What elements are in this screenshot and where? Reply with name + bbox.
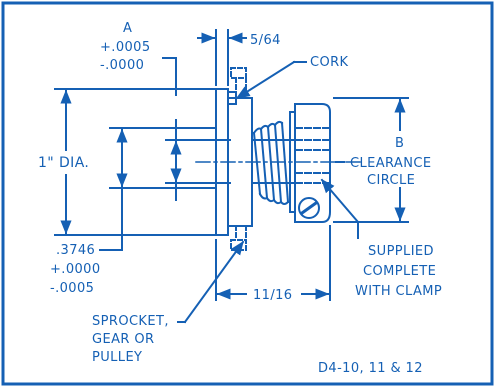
label-complete: COMPLETE — [363, 264, 436, 279]
label-circle: CIRCLE — [367, 173, 415, 188]
label-bore-tol-plus: +.0000 — [50, 262, 101, 277]
label-supplied: SUPPLIED — [368, 244, 434, 259]
label-length: 11/16 — [253, 288, 292, 303]
label-a: A — [123, 21, 132, 36]
label-gear: GEAR OR — [92, 332, 154, 347]
label-a-tol-plus: +.0005 — [100, 40, 151, 55]
figure-reference: D4-10, 11 & 12 — [318, 361, 423, 376]
label-cork: CORK — [310, 55, 349, 70]
label-with-clamp: WITH CLAMP — [355, 284, 442, 299]
spring — [252, 120, 290, 205]
label-clearance: CLEARANCE — [350, 156, 431, 171]
label-b: B — [395, 136, 404, 151]
label-a-tol-minus: -.0000 — [100, 58, 144, 73]
disk-ghost-top — [230, 67, 247, 79]
label-thickness: 5/64 — [250, 33, 281, 48]
label-bore: .3746 — [56, 243, 95, 258]
label-sprocket: SPROCKET, — [92, 314, 169, 329]
label-pulley: PULLEY — [92, 350, 142, 365]
label-diameter: 1" DIA. — [38, 155, 89, 171]
label-bore-tol-minus: -.0005 — [50, 281, 94, 296]
